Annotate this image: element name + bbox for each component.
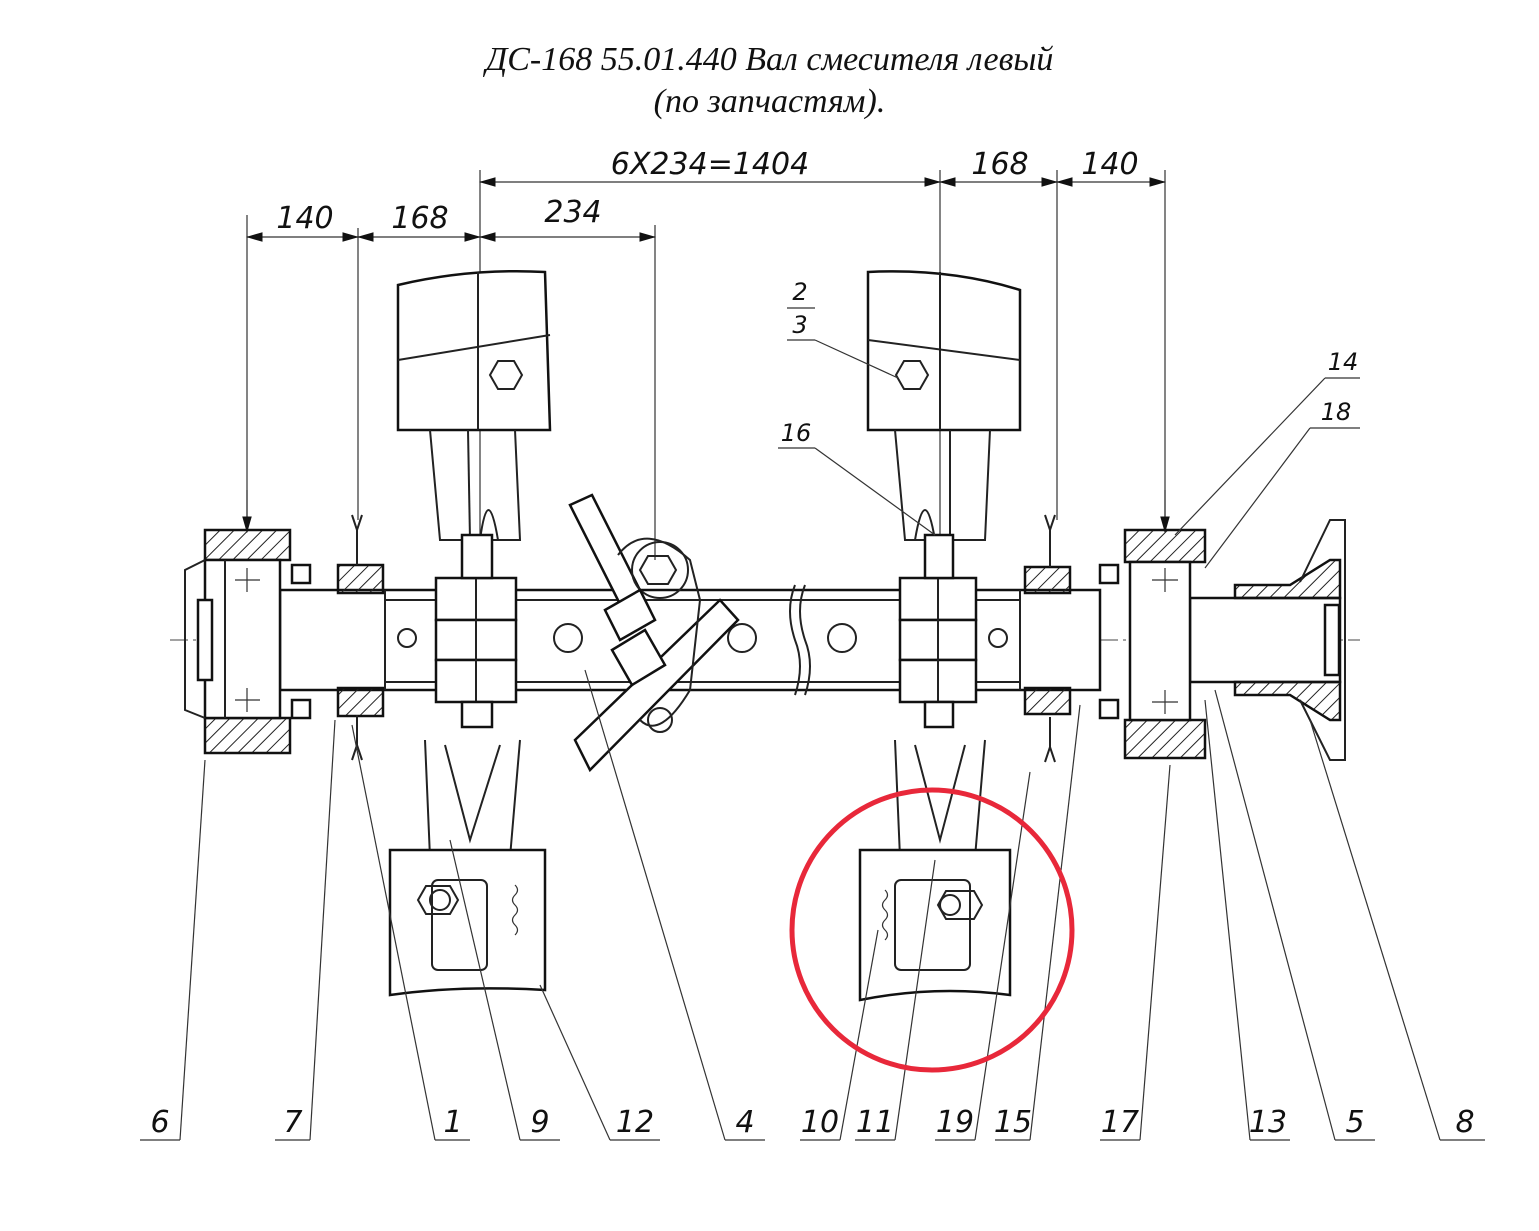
- part-label-5: 5: [1345, 1105, 1364, 1140]
- dim-left-140: 140: [276, 201, 333, 236]
- dim-left-168: 168: [391, 201, 448, 236]
- part-label-12: 12: [616, 1105, 654, 1140]
- left-bearing-housing: [184, 514, 385, 761]
- upper-callouts: [778, 307, 1360, 569]
- right-paddle-assembly: [858, 270, 1022, 1002]
- part-label-4: 4: [735, 1105, 754, 1140]
- bottom-leaders: [140, 669, 1485, 1141]
- highlight-circle: [789, 787, 1075, 1073]
- dim-top-168: 168: [971, 147, 1028, 182]
- dim-top-140: 140: [1081, 147, 1138, 182]
- callout-2: 2: [792, 278, 807, 306]
- callout-14: 14: [1328, 348, 1359, 376]
- part-label-6: 6: [150, 1105, 169, 1140]
- drawing-subtitle: (по запчастям).: [653, 83, 886, 120]
- part-label-11: 11: [856, 1105, 894, 1140]
- drawing-title: ДС-168 55.01.440 Вал смесителя левый: [485, 41, 1054, 78]
- callout-18: 18: [1321, 398, 1352, 426]
- callout-3: 3: [792, 311, 807, 339]
- angled-blade-assembly: [568, 493, 740, 773]
- left-paddle-assembly: [388, 270, 552, 997]
- part-label-19: 19: [936, 1105, 974, 1140]
- right-bearing-housing: [1023, 514, 1346, 763]
- callout-16: 16: [781, 419, 812, 447]
- dimension-lines: [242, 170, 1170, 560]
- part-label-7: 7: [283, 1105, 302, 1140]
- part-label-9: 9: [530, 1105, 549, 1140]
- part-label-17: 17: [1101, 1105, 1139, 1140]
- part-label-13: 13: [1249, 1105, 1287, 1140]
- dim-total: 6X234=1404: [611, 147, 809, 182]
- part-label-8: 8: [1455, 1105, 1474, 1140]
- dim-pitch-234: 234: [544, 195, 601, 230]
- part-label-15: 15: [994, 1105, 1032, 1140]
- part-label-10: 10: [801, 1105, 839, 1140]
- part-label-1: 1: [443, 1105, 462, 1140]
